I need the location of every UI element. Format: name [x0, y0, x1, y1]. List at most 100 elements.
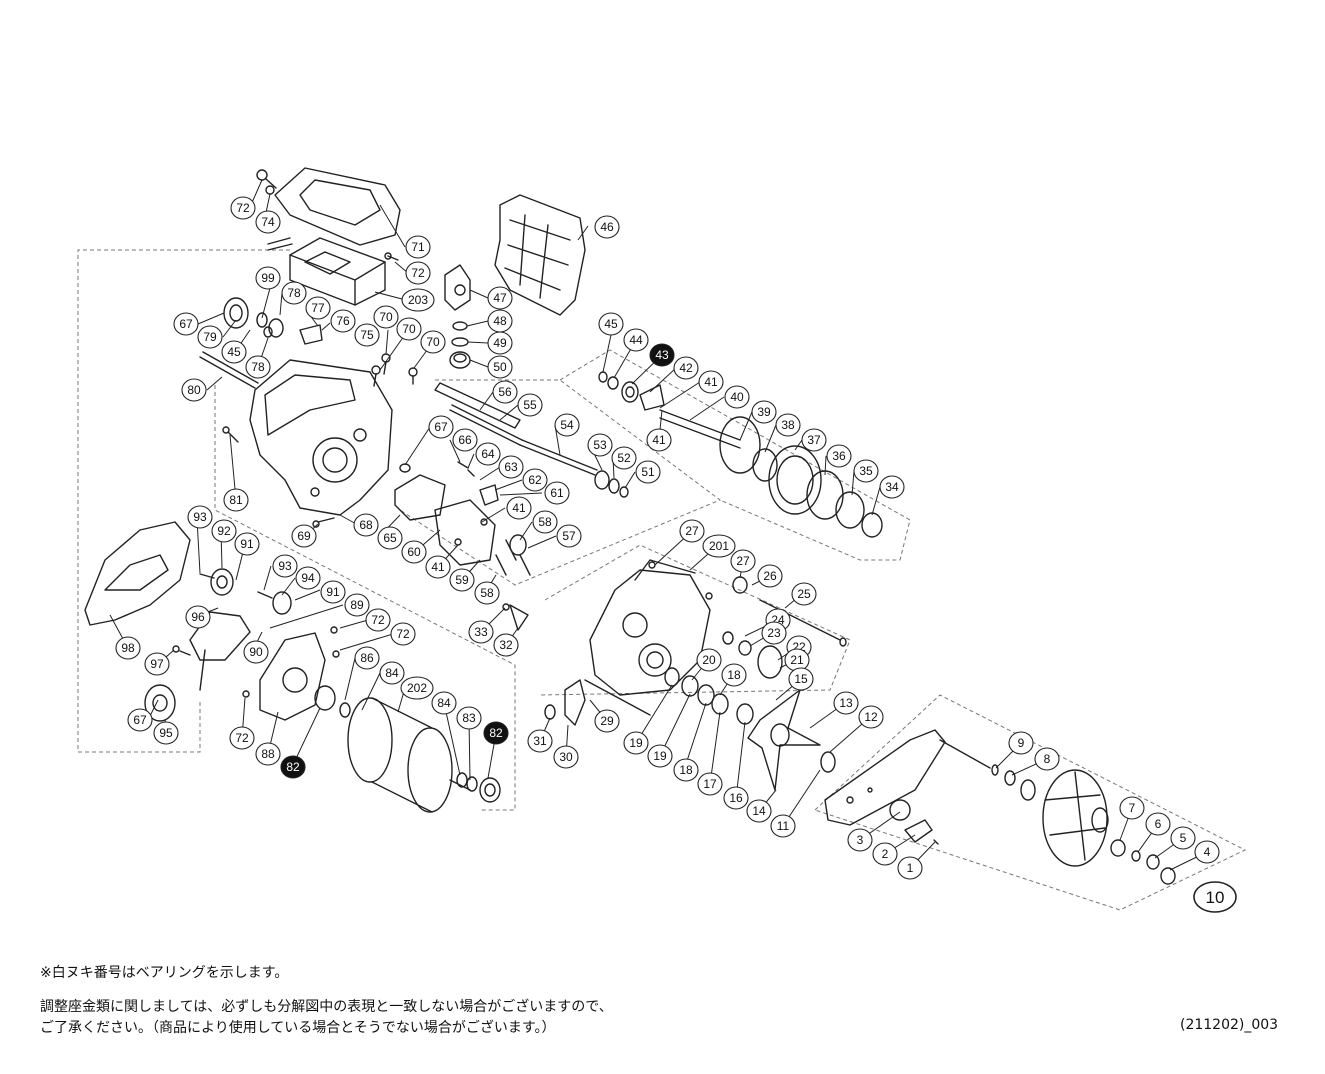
callout-bubble	[751, 400, 777, 424]
callout-number: 5	[1180, 831, 1187, 845]
callout-bubble	[493, 633, 519, 657]
part-number-callout: 91	[320, 580, 346, 604]
callout-bubble	[181, 378, 207, 402]
part-number-callout: 44	[623, 328, 649, 352]
callout-bubble	[522, 468, 548, 492]
part-number-callout: 45	[598, 312, 624, 336]
callout-number: 19	[653, 749, 667, 763]
callout-bubble	[456, 706, 482, 730]
part-number-callout: 78	[245, 355, 271, 379]
callout-number: 7	[1129, 801, 1136, 815]
callout-bubble	[390, 622, 416, 646]
callout-bubble	[623, 328, 649, 352]
callout-bubble	[400, 676, 434, 700]
callout-number: 18	[679, 763, 693, 777]
main-gear-outline	[559, 349, 911, 561]
part-number-callout: 50	[487, 355, 513, 379]
part-number-callout: 72	[229, 726, 255, 750]
callout-number: 94	[301, 571, 315, 585]
part-number-callout: 30	[553, 745, 579, 769]
callout-bubble	[697, 772, 723, 796]
callout-bubble	[230, 196, 256, 220]
callout-bubble	[281, 281, 307, 305]
part-number-callout: 35	[853, 459, 879, 483]
part-number-callout: 62	[522, 468, 548, 492]
part-number-callout: 15	[788, 667, 814, 691]
part-number-callout: 67	[127, 708, 153, 732]
part-number-callout: 32	[493, 633, 519, 657]
part-number-callout: 1	[897, 856, 923, 880]
callout-number: 41	[512, 501, 526, 515]
part-number-callout: 59	[449, 568, 475, 592]
adjust-washer-note-line2: ご了承ください。（商品により使用している場合とそうでない場合がございます。）	[40, 1020, 556, 1036]
callout-bubble	[770, 814, 796, 838]
callout-bubble	[527, 729, 553, 753]
callout-bubble	[1034, 747, 1060, 771]
callout-bubble	[405, 235, 431, 259]
part-number-callout: 41	[425, 555, 451, 579]
callout-number: 61	[550, 486, 564, 500]
callout-bubble	[761, 621, 787, 645]
part-number-callout: 13	[833, 691, 859, 715]
part-number-callout: 81	[223, 488, 249, 512]
part-number-callout: 75	[354, 323, 380, 347]
callout-bubble	[696, 648, 722, 672]
callout-bubble	[373, 305, 399, 329]
callout-bubble	[1193, 881, 1237, 913]
part-number-callout: 52	[611, 446, 637, 470]
callout-number: 63	[504, 460, 518, 474]
callout-bubble	[897, 856, 923, 880]
part-number-callout: 96	[185, 605, 211, 629]
callout-bubble	[788, 667, 814, 691]
callout-bubble	[1170, 826, 1196, 850]
callout-bubble	[401, 540, 427, 564]
part-number-callout: 17	[697, 772, 723, 796]
callout-bubble	[234, 532, 260, 556]
callout-bubble	[475, 442, 501, 466]
callout-number: 25	[797, 587, 811, 601]
callout-bubble	[723, 786, 749, 810]
callout-number: 83	[462, 711, 476, 725]
callout-number: 59	[455, 573, 469, 587]
callout-number: 6	[1155, 817, 1162, 831]
callout-bubble	[487, 286, 513, 310]
callout-number: 72	[236, 201, 250, 215]
part-number-callout: 70	[420, 330, 446, 354]
callout-number: 1	[907, 861, 914, 875]
part-number-callout: 83	[456, 706, 482, 730]
part-number-callout: 72	[405, 261, 431, 285]
left-frame-outline	[77, 249, 290, 753]
part-number-callout: 46	[594, 215, 620, 239]
callout-number: 16	[729, 791, 743, 805]
part-number-callout: 47	[487, 286, 513, 310]
callout-bubble	[379, 661, 405, 685]
callout-bubble	[377, 526, 403, 550]
callout-bubble	[532, 510, 558, 534]
callout-bubble	[587, 433, 613, 457]
callout-bubble	[474, 581, 500, 605]
callout-number: 71	[411, 240, 425, 254]
callout-bubble	[1119, 796, 1145, 820]
callout-bubble	[702, 534, 736, 558]
part-number-callout: 61	[544, 481, 570, 505]
callout-number: 14	[752, 804, 766, 818]
part-number-callout: 56	[492, 380, 518, 404]
callout-number: 65	[383, 531, 397, 545]
callout-number: 10	[1206, 888, 1225, 907]
callout-number: 91	[326, 585, 340, 599]
part-number-callout: 18	[673, 758, 699, 782]
part-number-callout: 4	[1194, 840, 1220, 864]
callout-bubble	[425, 555, 451, 579]
callout-number: 78	[251, 360, 265, 374]
callout-number: 67	[179, 317, 193, 331]
callout-number: 201	[709, 539, 729, 553]
callout-bubble	[611, 446, 637, 470]
callout-bubble	[197, 325, 223, 349]
callout-bubble	[185, 605, 211, 629]
part-number-callout: 79	[197, 325, 223, 349]
callout-bubble	[1145, 812, 1171, 836]
part-number-callout: 8	[1034, 747, 1060, 771]
callout-bubble	[320, 580, 346, 604]
part-number-callout: 27	[730, 549, 756, 573]
callout-bubble	[344, 593, 370, 617]
